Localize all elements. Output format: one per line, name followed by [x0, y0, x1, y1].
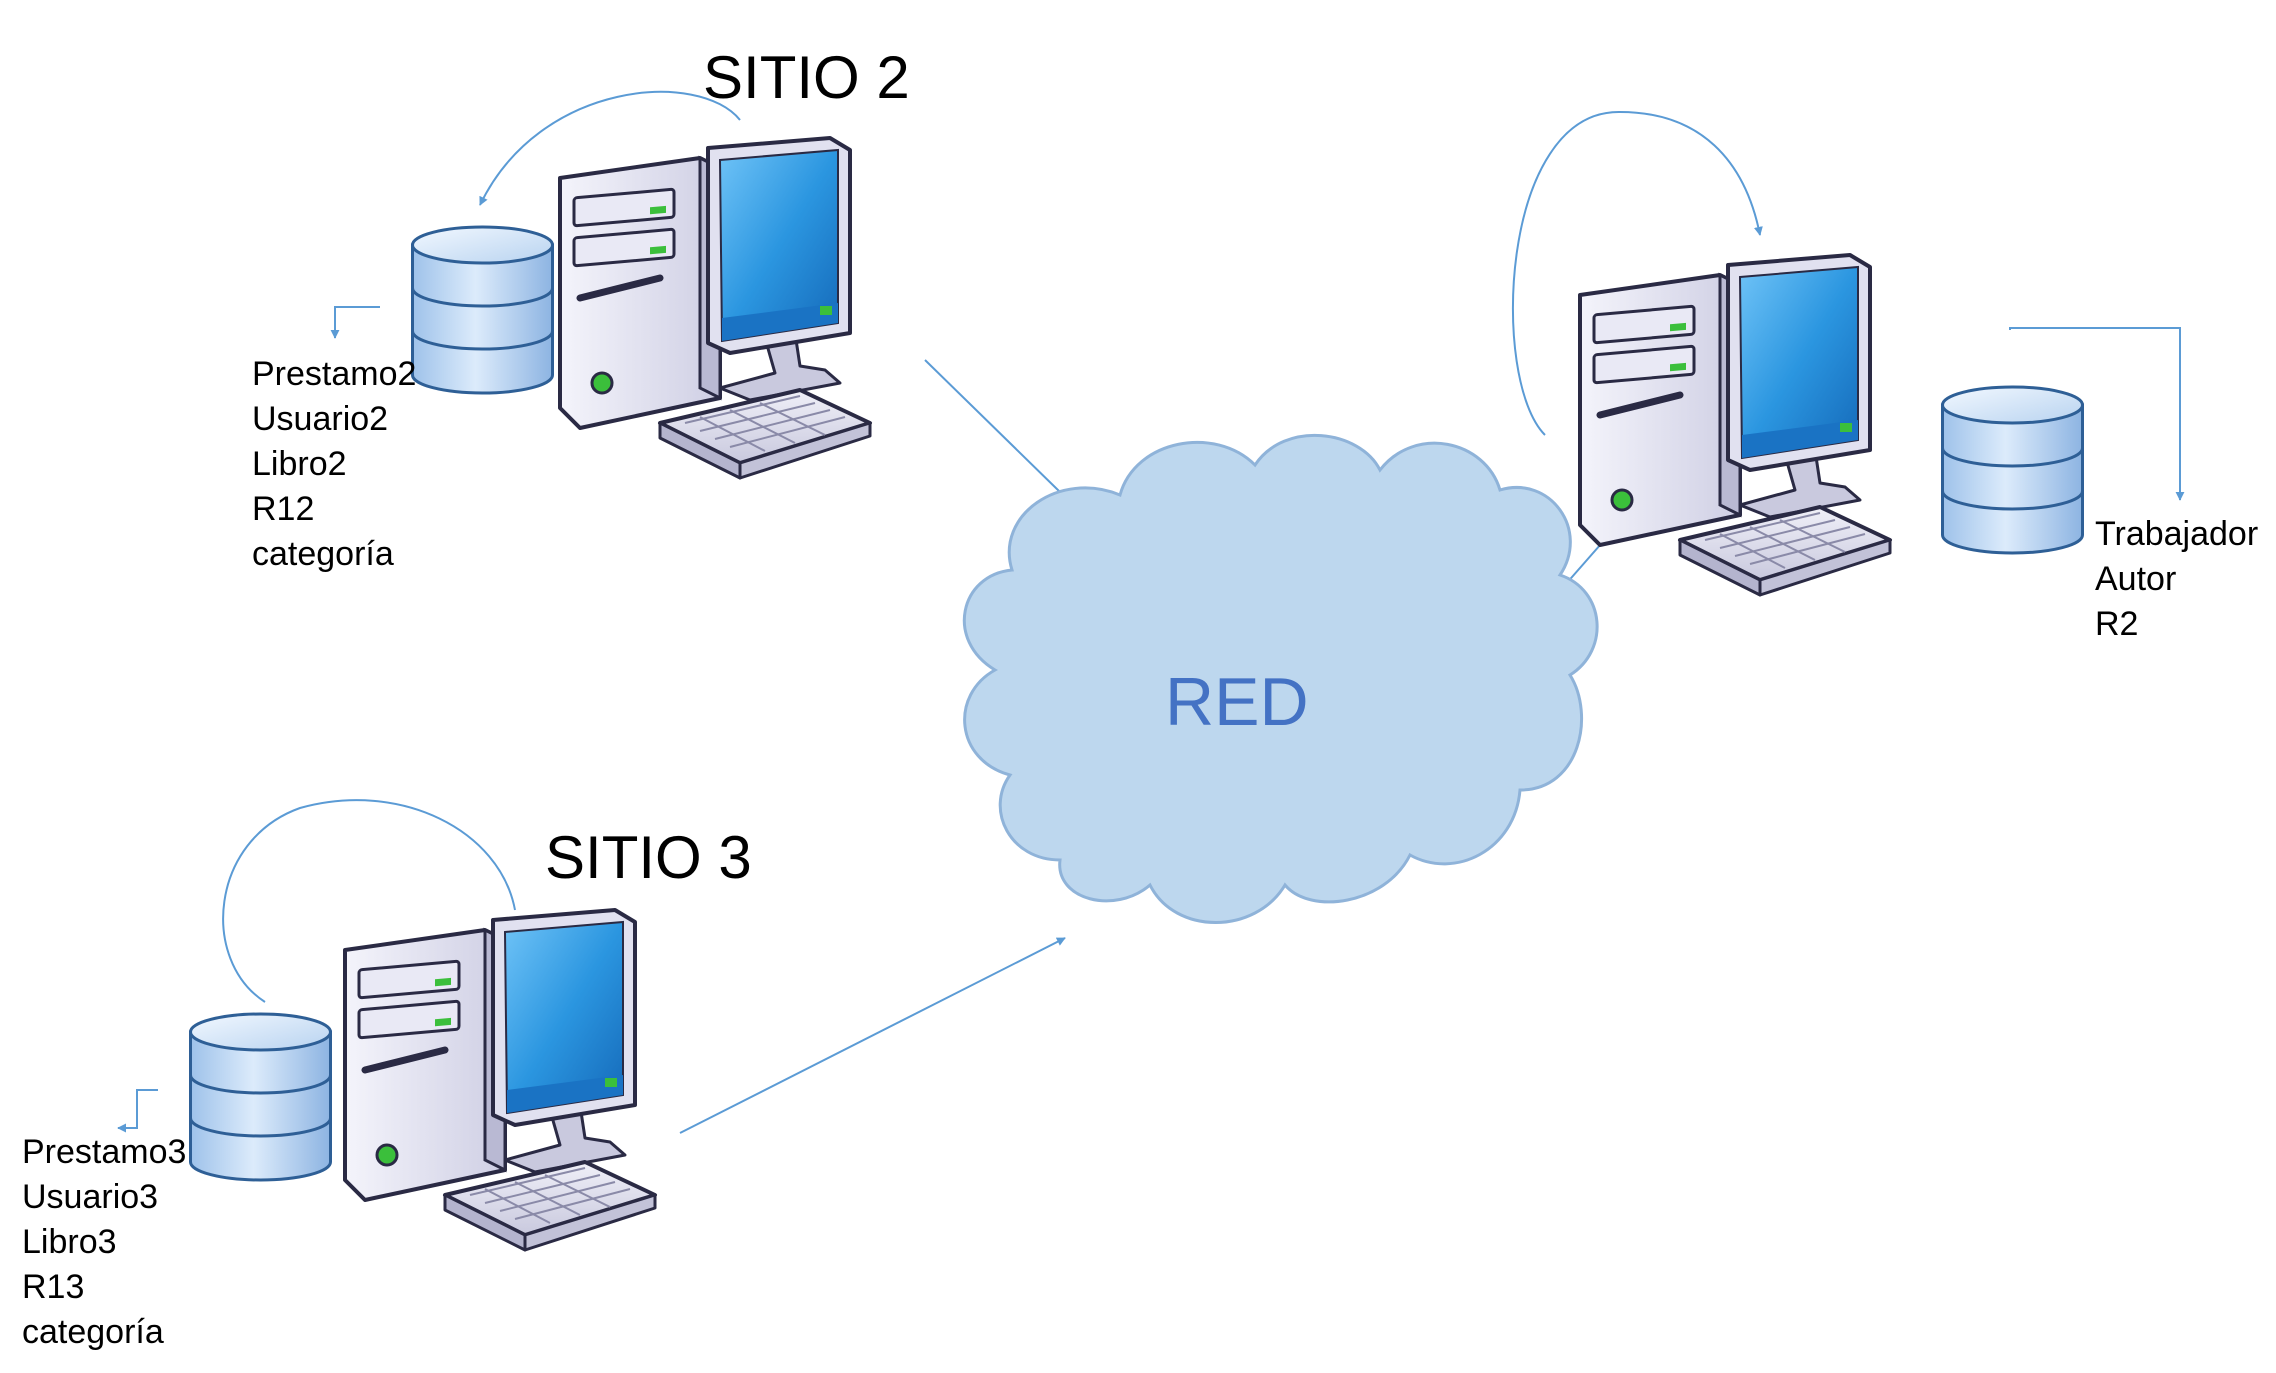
table-name: Usuario2	[252, 400, 389, 438]
computer-icon-site-right	[1580, 255, 1890, 595]
table-list-site-right: Trabajador Autor R2	[2095, 512, 2258, 647]
table-name: R2	[2095, 605, 2139, 643]
table-name: Trabajador	[2095, 515, 2259, 553]
elbow-arrow-sitio3	[117, 1089, 158, 1133]
table-name: categoría	[252, 535, 394, 573]
table-list-sitio2: Prestamo2 Usuario2 Libro2 R12 categoría	[252, 352, 416, 577]
table-list-sitio3: Prestamo3 Usuario3 Libro3 R13 categoría	[22, 1130, 186, 1355]
database-icon-site-right	[1940, 385, 2085, 555]
curve-arrow-sitio2	[479, 90, 741, 206]
site-title-sitio3: SITIO 3	[545, 824, 752, 891]
table-name: categoría	[22, 1313, 164, 1351]
elbow-arrow-sitio2	[330, 306, 380, 339]
table-name: Prestamo2	[252, 355, 417, 393]
link-sitio2-red	[924, 359, 1061, 493]
table-name: Usuario3	[22, 1178, 159, 1216]
network-label: RED	[1165, 664, 1309, 740]
database-icon-sitio2	[410, 225, 555, 395]
table-name: R13	[22, 1268, 85, 1306]
link-sitio3-red	[679, 937, 1066, 1134]
computer-icon-sitio3	[345, 910, 655, 1250]
curve-arrow-site-right	[1511, 110, 1763, 436]
database-icon-sitio3	[188, 1012, 333, 1182]
table-name: Libro3	[22, 1223, 117, 1261]
site-title-sitio2: SITIO 2	[703, 44, 910, 111]
table-name: Autor	[2095, 560, 2177, 598]
computer-icon-sitio2	[560, 138, 870, 478]
table-name: Libro2	[252, 445, 347, 483]
cloud-icon	[962, 433, 1599, 924]
table-name: R12	[252, 490, 315, 528]
table-name: Prestamo3	[22, 1133, 187, 1171]
elbow-arrow-site-right	[2009, 327, 2185, 501]
curve-arrow-sitio3	[222, 799, 516, 1003]
